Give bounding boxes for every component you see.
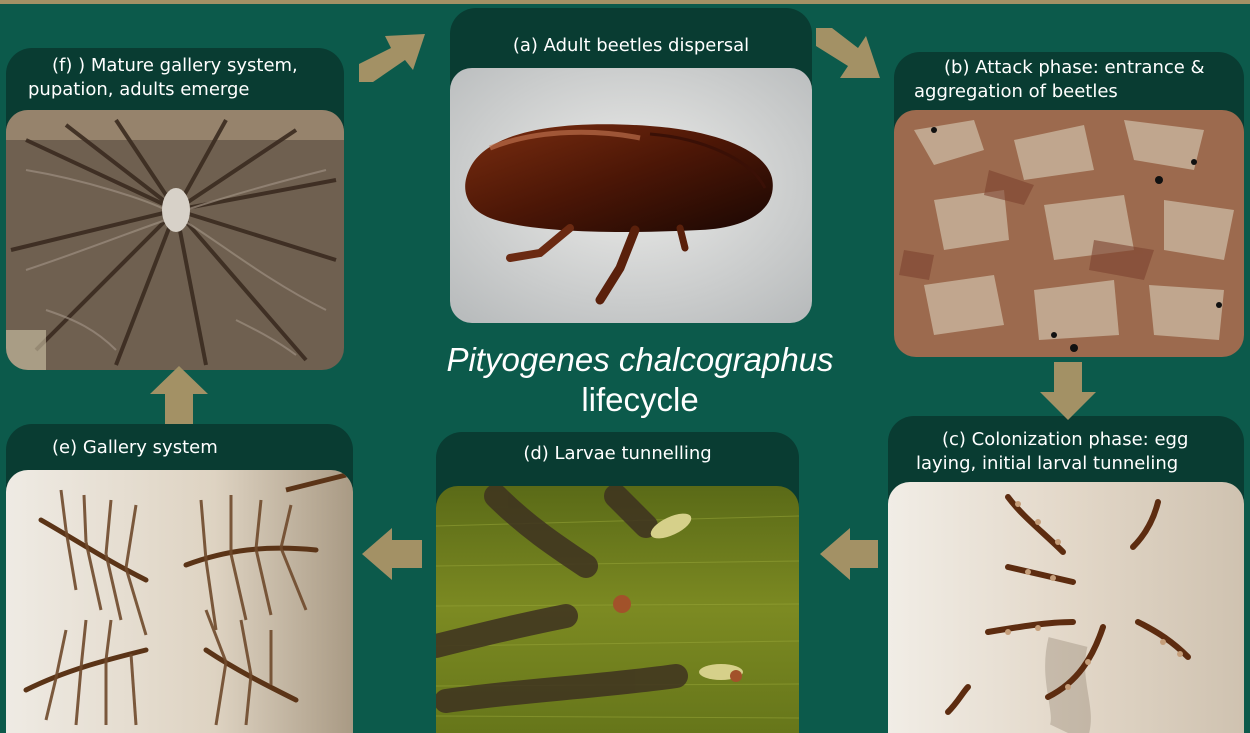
larvae-photo <box>436 486 799 733</box>
stage-e-card: (e) Gallery system <box>6 424 353 733</box>
stage-f-label-line1: (f) ) Mature gallery system, <box>52 54 344 77</box>
stage-a-card: (a) Adult beetles dispersal <box>450 8 812 323</box>
arrow-b-to-c-icon <box>1040 362 1096 420</box>
gallery-system-photo <box>6 470 353 733</box>
bark-attack-photo <box>894 110 1244 357</box>
species-name: Pityogenes chalcographus <box>400 340 880 380</box>
adult-beetle-photo <box>450 68 812 323</box>
arrow-c-to-d-icon <box>820 528 878 580</box>
stage-d-label: (d) Larvae tunnelling <box>436 442 799 465</box>
stage-c-label-line1: (c) Colonization phase: egg <box>942 428 1244 451</box>
arrow-d-to-e-icon <box>362 528 422 580</box>
stage-c-label-line2: laying, initial larval tunneling <box>916 452 1244 475</box>
arrow-a-to-b-icon <box>812 24 884 82</box>
stage-b-card: (b) Attack phase: entrance & aggregation… <box>894 52 1244 357</box>
stage-d-card: (d) Larvae tunnelling <box>436 432 799 733</box>
top-accent-bar <box>0 0 1250 4</box>
mature-gallery-photo <box>6 110 344 370</box>
lifecycle-word: lifecycle <box>400 380 880 420</box>
stage-e-label: (e) Gallery system <box>52 436 353 459</box>
center-title: Pityogenes chalcographus lifecycle <box>400 340 880 420</box>
stage-f-card: (f) ) Mature gallery system, pupation, a… <box>6 48 344 370</box>
arrow-e-to-f-icon <box>150 366 208 424</box>
stage-a-label: (a) Adult beetles dispersal <box>450 34 812 57</box>
stage-b-label-line1: (b) Attack phase: entrance & <box>944 56 1244 79</box>
stage-c-card: (c) Colonization phase: egg laying, init… <box>888 416 1244 733</box>
arrow-f-to-a-icon <box>355 28 427 86</box>
stage-f-label-line2: pupation, adults emerge <box>28 78 344 101</box>
stage-b-label-line2: aggregation of beetles <box>914 80 1244 103</box>
colonization-photo <box>888 482 1244 733</box>
